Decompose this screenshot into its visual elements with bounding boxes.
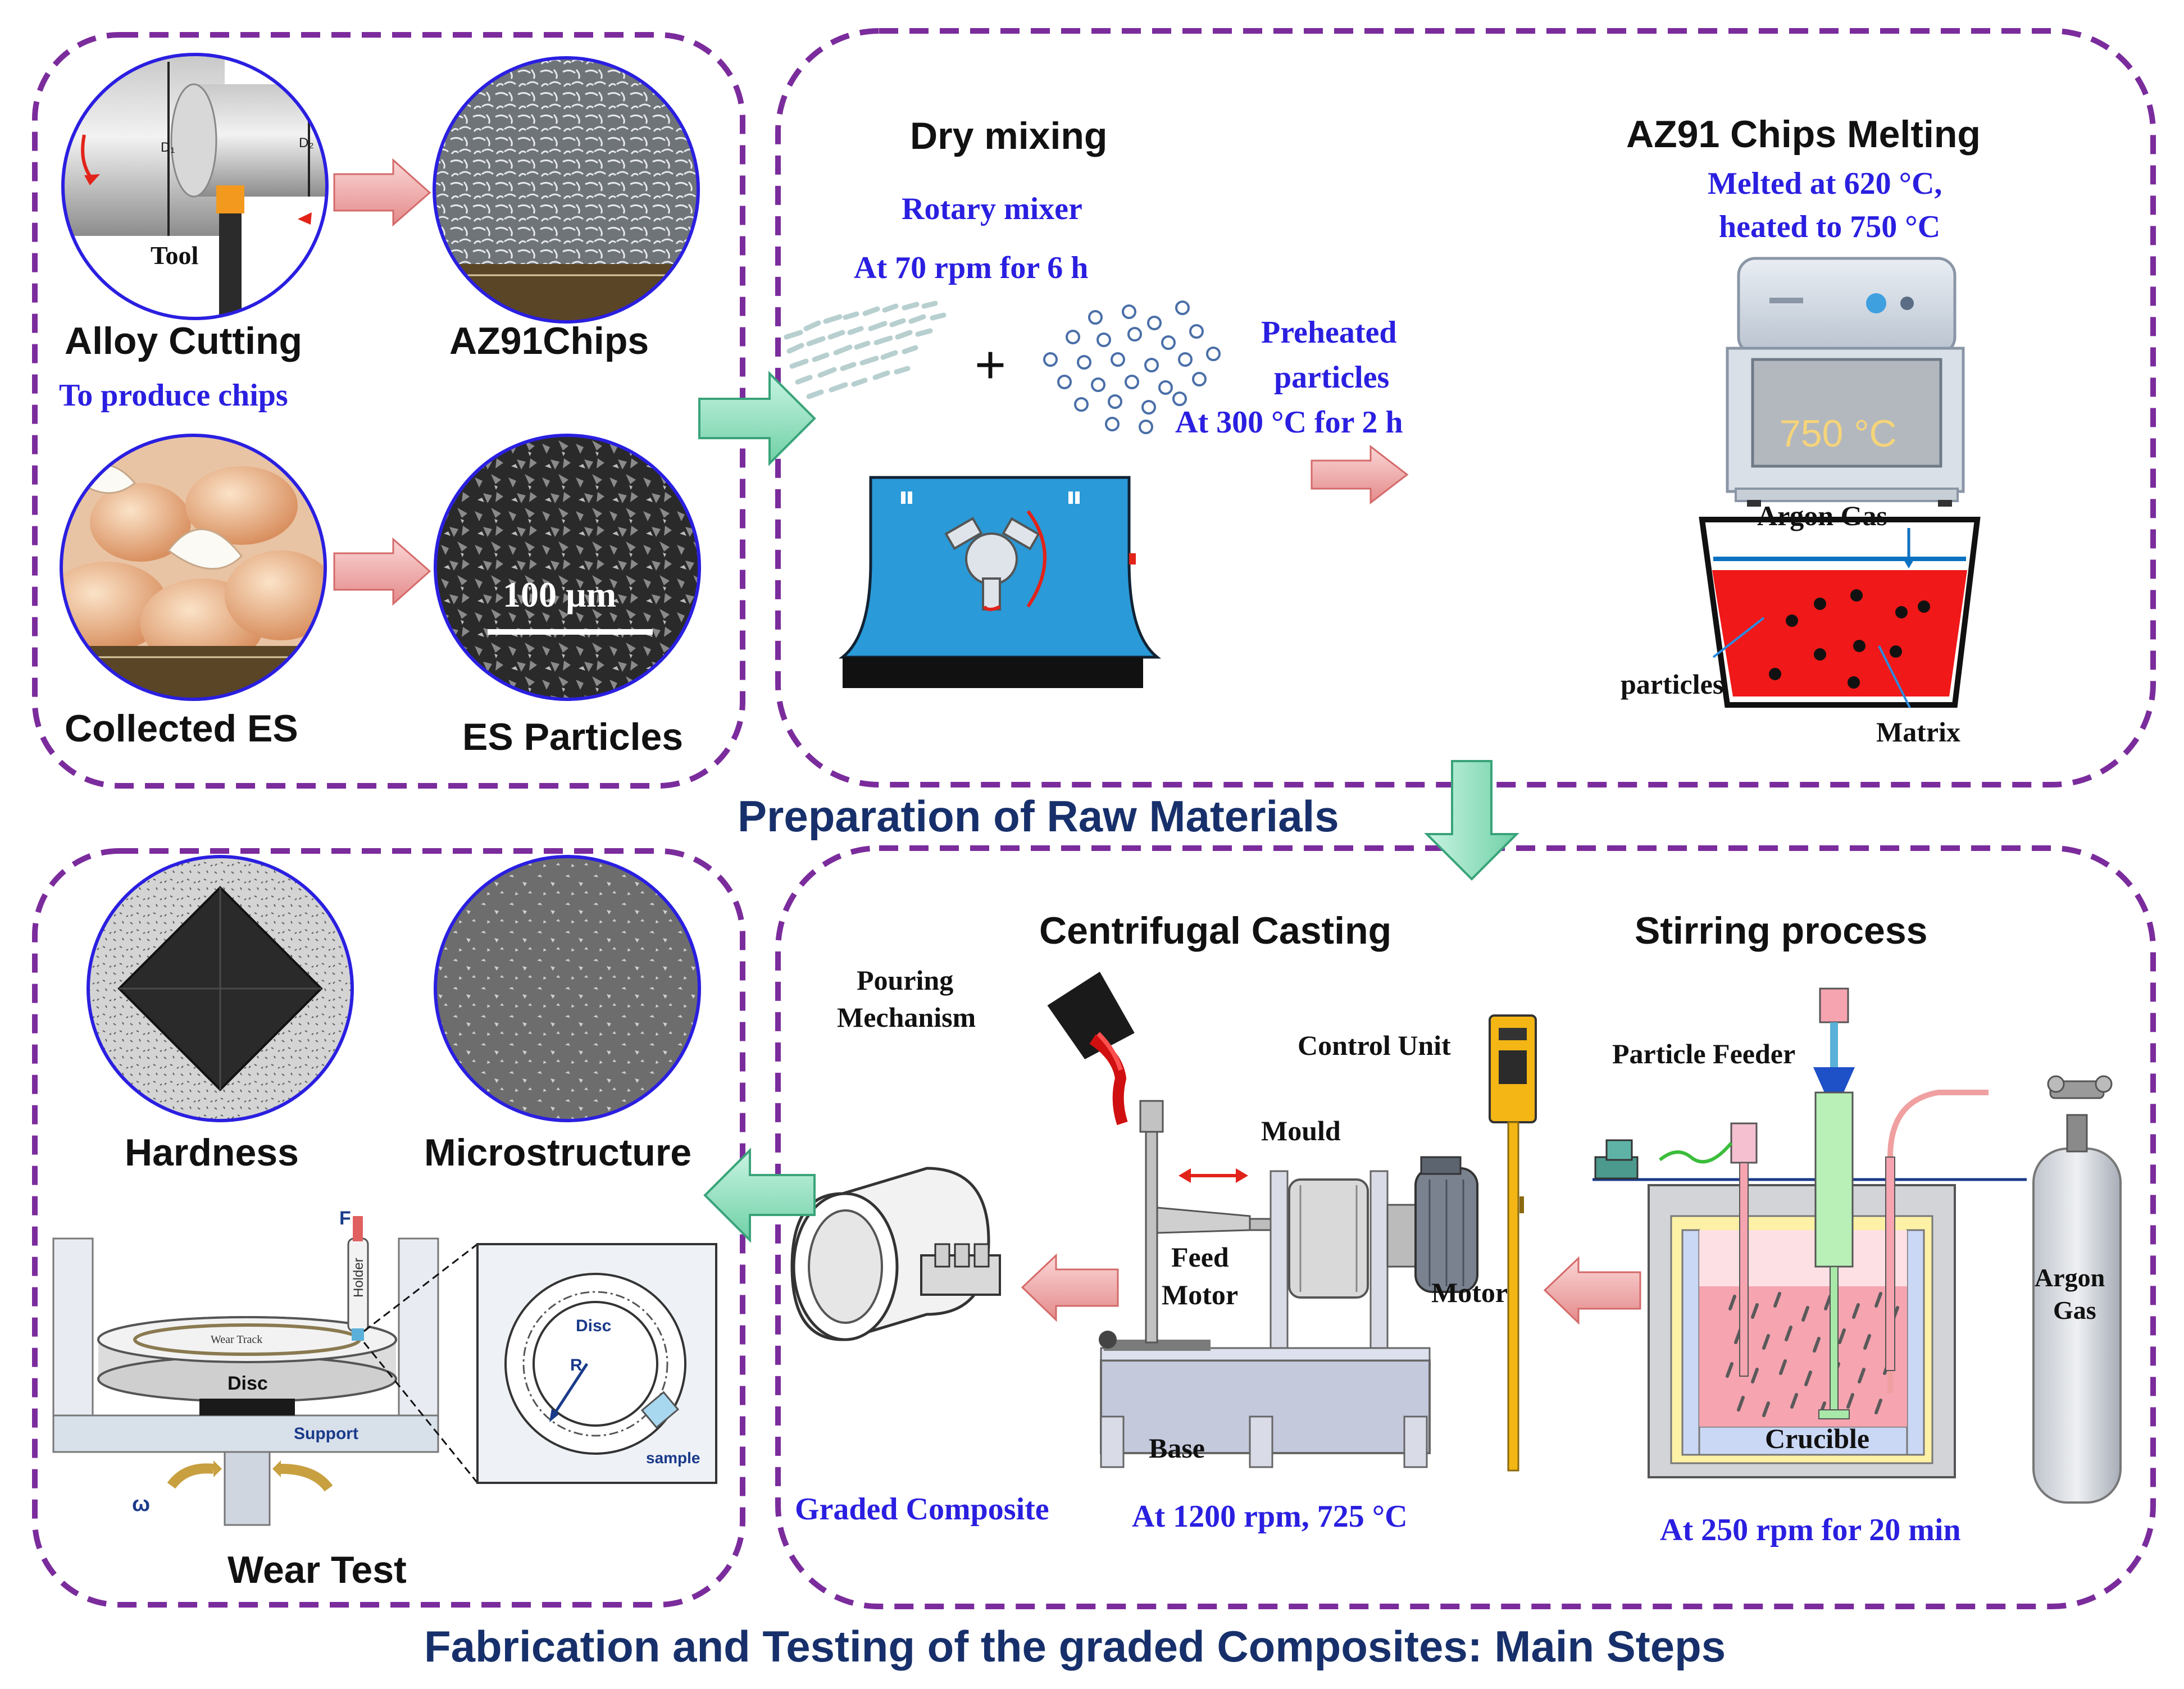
ladle-illustration: [1047, 971, 1135, 1126]
graded-composite-tube: [790, 1167, 1001, 1341]
label-wear-test: Wear Test: [228, 1549, 407, 1591]
label-to-produce-chips: To produce chips: [59, 378, 288, 413]
label-disc: Disc: [228, 1373, 268, 1394]
title-centrifugal-casting: Centrifugal Casting: [1039, 909, 1391, 952]
label-preheat-temp: At 300 °C for 2 h: [1175, 405, 1403, 440]
az91-chips-photo: [433, 56, 700, 324]
label-hardness: Hardness: [125, 1131, 299, 1174]
furnace-illustration: [1726, 257, 1965, 507]
label-d2: D₂: [299, 135, 314, 151]
stirring-apparatus: [1593, 987, 2122, 1504]
chips-cluster-icon: [784, 301, 947, 399]
label-argon-gas: Argon Gas: [1757, 500, 1887, 531]
label-furnace-temp: 750 °C: [1780, 412, 1897, 455]
label-graded-composite: Graded Composite: [795, 1492, 1049, 1527]
label-sample: sample: [646, 1449, 700, 1467]
label-control-unit: Control Unit: [1298, 1030, 1451, 1061]
arrow-es-to-particles: [333, 537, 431, 606]
arrow-melting-to-stirring: [1424, 760, 1519, 881]
label-casting-conditions: At 1200 rpm, 725 °C: [1132, 1499, 1408, 1534]
label-argon: Argon: [2035, 1263, 2105, 1292]
arrow-cutting-to-chips: [333, 158, 431, 227]
label-motor: Motor: [1431, 1277, 1508, 1308]
arrow-casting-to-composite: [1021, 1253, 1119, 1322]
arrow-chips-to-mixing: [698, 371, 816, 466]
centrifugal-machine: [1099, 1100, 1478, 1468]
plus-sign: +: [975, 335, 1006, 395]
label-scale-bar: 100 µm: [503, 575, 616, 614]
label-matrix: Matrix: [1876, 716, 1960, 748]
label-az91chips: AZ91Chips: [449, 320, 649, 362]
microstructure-image: [434, 855, 701, 1122]
label-microstructure: Microstructure: [424, 1131, 691, 1174]
label-es-particles: ES Particles: [462, 716, 683, 758]
label-crucible: Crucible: [1765, 1423, 1869, 1454]
title-stirring-process: Stirring process: [1635, 909, 1928, 952]
zoom-line-bottom: [363, 1342, 479, 1483]
arrow-casting-to-testing: [703, 1148, 816, 1243]
label-particle-feeder: Particle Feeder: [1612, 1038, 1795, 1069]
red-double-arrow: [1179, 1168, 1248, 1183]
label-base: Base: [1149, 1432, 1205, 1464]
label-particles-arrow: particles: [1621, 668, 1723, 700]
label-tool: Tool: [151, 241, 198, 270]
label-heated: heated to 750 °C: [1719, 210, 1940, 244]
label-d1: D₁: [161, 140, 175, 155]
arrow-mixing-to-melting: [1311, 444, 1409, 505]
label-melted: Melted at 620 °C,: [1708, 166, 1942, 201]
label-f: F: [339, 1208, 351, 1229]
alloy-cutting-illustration: [61, 53, 329, 320]
label-mix-rpm: At 70 rpm for 6 h: [854, 251, 1088, 285]
label-disc-top: Disc: [576, 1317, 611, 1335]
label-radius: R: [570, 1356, 583, 1374]
label-mould: Mould: [1261, 1115, 1341, 1146]
label-preheated: Preheated: [1261, 315, 1397, 350]
label-rotary-mixer: Rotary mixer: [902, 192, 1082, 226]
label-collected-es: Collected ES: [65, 707, 298, 750]
label-stirring-conditions: At 250 rpm for 20 min: [1660, 1513, 1961, 1547]
disc-top-view: [476, 1243, 717, 1484]
control-unit-device: [1489, 1014, 1537, 1472]
label-mechanism: Mechanism: [837, 1001, 976, 1033]
label-support: Support: [294, 1424, 358, 1443]
label-omega: ω: [132, 1492, 150, 1516]
title-az91-melting: AZ91 Chips Melting: [1626, 113, 1981, 156]
label-holder: Holder: [351, 1258, 366, 1298]
label-wear-track: Wear Track: [211, 1333, 262, 1346]
title-dry-mixing: Dry mixing: [910, 115, 1107, 157]
title-main: Fabrication and Testing of the graded Co…: [424, 1622, 1726, 1671]
title-preparation: Preparation of Raw Materials: [738, 791, 1339, 841]
hardness-indent-image: [87, 855, 354, 1122]
crucible-melt: [1699, 517, 1981, 708]
panel-testing: [32, 848, 745, 1608]
label-alloy-cutting: Alloy Cutting: [65, 320, 302, 362]
es-particles-sem: [434, 434, 701, 701]
label-argon-gas-cyl: Gas: [2053, 1296, 2096, 1324]
rotary-mixer-machine: [838, 476, 1162, 688]
arrow-stirring-to-casting: [1543, 1256, 1641, 1325]
label-preheated-particles: particles: [1274, 360, 1389, 395]
panel-chips: [32, 32, 745, 789]
wear-test-rig: [52, 1216, 439, 1526]
particles-cluster-icon: [1043, 301, 1221, 434]
label-feed: Feed: [1171, 1241, 1229, 1273]
eggshell-photo: [60, 434, 327, 701]
label-feed-motor: Motor: [1162, 1279, 1238, 1310]
label-pouring: Pouring: [857, 964, 953, 996]
